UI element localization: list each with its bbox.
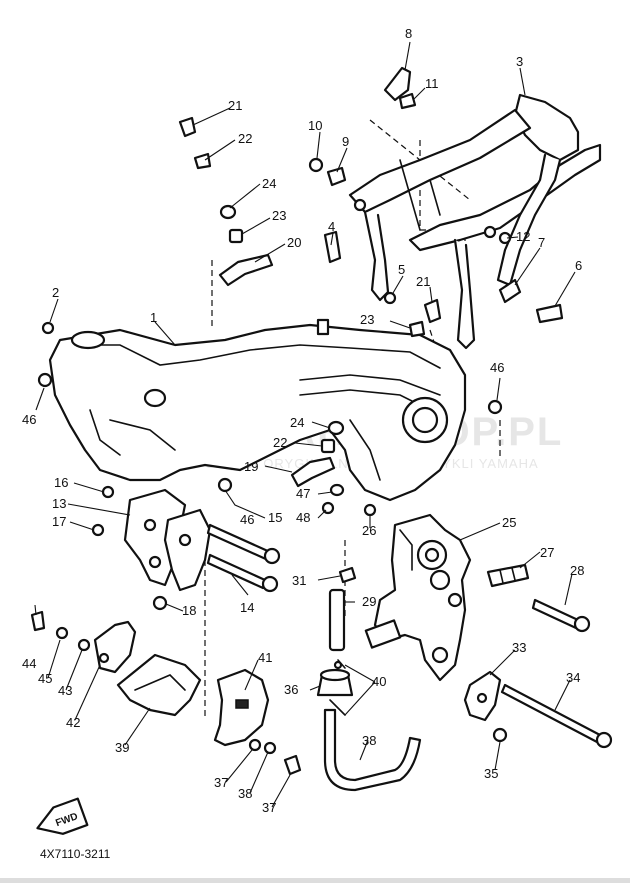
bracket-28 (486, 563, 530, 588)
guards-38-39 (93, 620, 202, 717)
callout: 5 (398, 262, 405, 277)
callout: 20 (287, 235, 301, 250)
callout: 2 (52, 285, 59, 300)
callout: 21 (228, 98, 242, 113)
callout: 43 (58, 683, 72, 698)
callout: 31 (292, 573, 306, 588)
callout: 45 (38, 671, 52, 686)
callout: 3 (516, 54, 523, 69)
upper-subframe (348, 93, 602, 350)
callout: 12 (516, 229, 530, 244)
callout: 24 (290, 415, 304, 430)
callout: 25 (502, 515, 516, 530)
bottom-edge (0, 878, 630, 883)
fwd-indicator: FWD (36, 797, 89, 835)
callout: 23 (360, 312, 374, 327)
callout: 44 (22, 656, 36, 671)
callout: 46 (490, 360, 504, 375)
callout: 38 (238, 786, 252, 801)
callout: 11 (425, 76, 439, 91)
callout: 33 (512, 640, 526, 655)
callout: 7 (538, 235, 545, 250)
callout: 21 (416, 274, 430, 289)
long-bolts (206, 523, 613, 749)
callout: 36 (284, 682, 298, 697)
callout: 26 (362, 523, 376, 538)
callout: 46 (22, 412, 36, 427)
callout: 48 (296, 510, 310, 525)
callout: 34 (566, 670, 580, 685)
callout: 1 (150, 310, 157, 325)
callout: 22 (238, 131, 252, 146)
callout: 14 (240, 600, 254, 615)
callout: 22 (273, 435, 287, 450)
callout: 47 (296, 486, 310, 501)
callout: 28 (570, 563, 584, 578)
callout: 23 (272, 208, 286, 223)
callout: 15 (268, 510, 282, 525)
callout: 24 (262, 176, 276, 191)
callout: 9 (342, 134, 349, 149)
callout: 16 (54, 475, 68, 490)
small-hardware (30, 66, 564, 776)
hose-group (316, 588, 422, 792)
bracket-30 (463, 670, 502, 722)
callout: 6 (575, 258, 582, 273)
callout: 40 (372, 674, 386, 689)
callout: 37 (214, 775, 228, 790)
cover-37 (213, 668, 270, 747)
callout: 8 (405, 26, 412, 41)
callout: 39 (115, 740, 129, 755)
callout: 46 (240, 512, 254, 527)
leader-lines (34, 41, 576, 808)
callout: 27 (540, 545, 554, 560)
diagram-code: 4X7110-3211 (40, 847, 111, 861)
callout: 42 (66, 715, 80, 730)
callout: 10 (308, 118, 322, 133)
rear-engine-bracket (364, 513, 472, 682)
callout: 4 (328, 219, 335, 234)
callout-numbers: 8 3 11 10 9 21 22 24 23 20 4 5 21 12 7 6… (22, 26, 584, 815)
callout: 38 (362, 733, 376, 748)
engine-mount-plates (123, 488, 212, 592)
callout: 29 (362, 594, 376, 609)
main-frame (48, 318, 467, 502)
callout: 37 (262, 800, 276, 815)
callout: 17 (52, 514, 66, 529)
callout: 18 (182, 603, 196, 618)
callout: 41 (258, 650, 272, 665)
callout: 13 (52, 496, 66, 511)
callout: 35 (484, 766, 498, 781)
callout: 19 (244, 459, 258, 474)
